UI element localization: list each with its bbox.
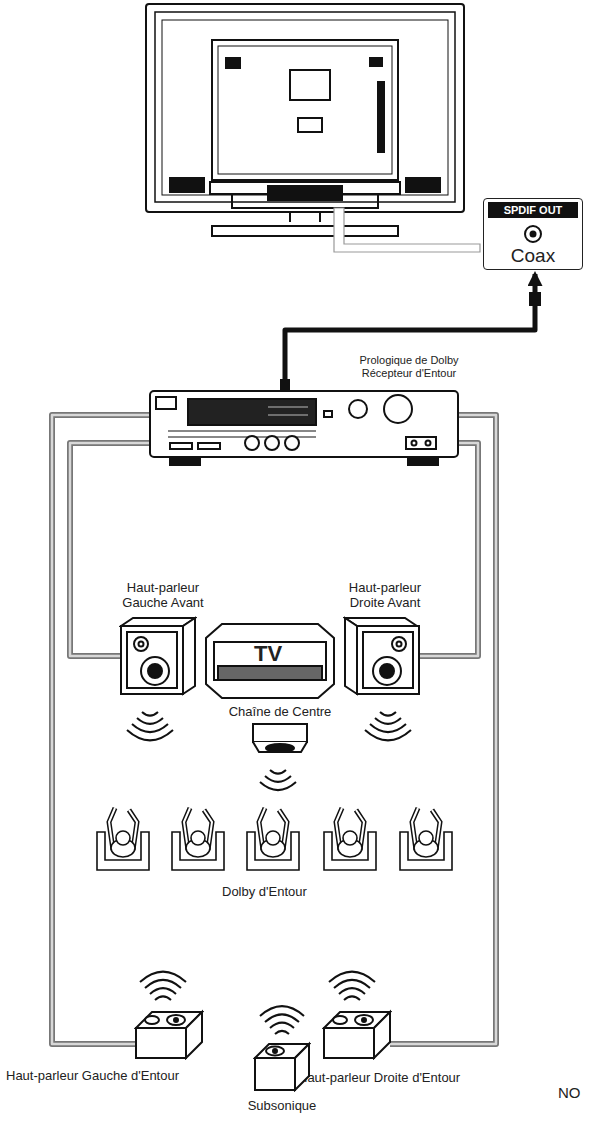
speaker-label: Haut-parleur Gauche Avant xyxy=(113,580,213,610)
speaker-label: Chaîne de Centre xyxy=(215,704,345,719)
port-name: Coax xyxy=(488,245,578,267)
speaker-box xyxy=(119,616,197,696)
receiver-unit xyxy=(148,385,460,467)
speaker-node: Haut-parleur Droite Avant xyxy=(335,580,435,696)
speaker-wire xyxy=(419,443,478,656)
area-label: Dolby d'Entour xyxy=(222,884,307,899)
receiver-label: Prologique de Dolby Récepteur d'Entour xyxy=(343,354,475,380)
speaker-label: Haut-parleur Gauche d'Entour xyxy=(6,1068,225,1083)
tv-label: TV xyxy=(200,622,336,666)
audience xyxy=(97,808,452,870)
speaker-wire xyxy=(390,415,496,1044)
speaker-node: Subsonique xyxy=(222,1040,342,1113)
tv-back xyxy=(146,4,480,252)
speaker-label: Haut-parleur Droite Avant xyxy=(335,580,435,610)
subwoofer-box xyxy=(253,1040,311,1092)
center-speaker xyxy=(247,722,313,754)
speaker-label: Haut-parleur Droite d'Entour xyxy=(298,1070,552,1085)
port-label: SPDIF OUT xyxy=(488,202,578,218)
speaker-wire xyxy=(52,415,150,1044)
sound-waves xyxy=(127,712,411,1034)
receiver: Prologique de Dolby Récepteur d'Entour xyxy=(148,354,483,467)
coax-jack xyxy=(522,223,544,245)
speaker-node: Haut-parleur Gauche Avant xyxy=(113,580,213,696)
speaker-box xyxy=(134,1008,204,1060)
speaker-box xyxy=(343,616,421,696)
speaker-label: Subsonique xyxy=(222,1098,342,1113)
speaker-node: Chaîne de Centre xyxy=(215,704,345,754)
coax-cable xyxy=(280,274,541,391)
speaker-node: Haut-parleur Droite d'Entour xyxy=(298,1008,552,1085)
note-label: NO xyxy=(558,1084,581,1102)
speaker-node: Haut-parleur Gauche d'Entour xyxy=(6,1008,225,1083)
tv-node: TV xyxy=(200,622,336,700)
spdif-port: SPDIF OUT Coax xyxy=(483,198,583,270)
speaker-box xyxy=(322,1008,392,1060)
